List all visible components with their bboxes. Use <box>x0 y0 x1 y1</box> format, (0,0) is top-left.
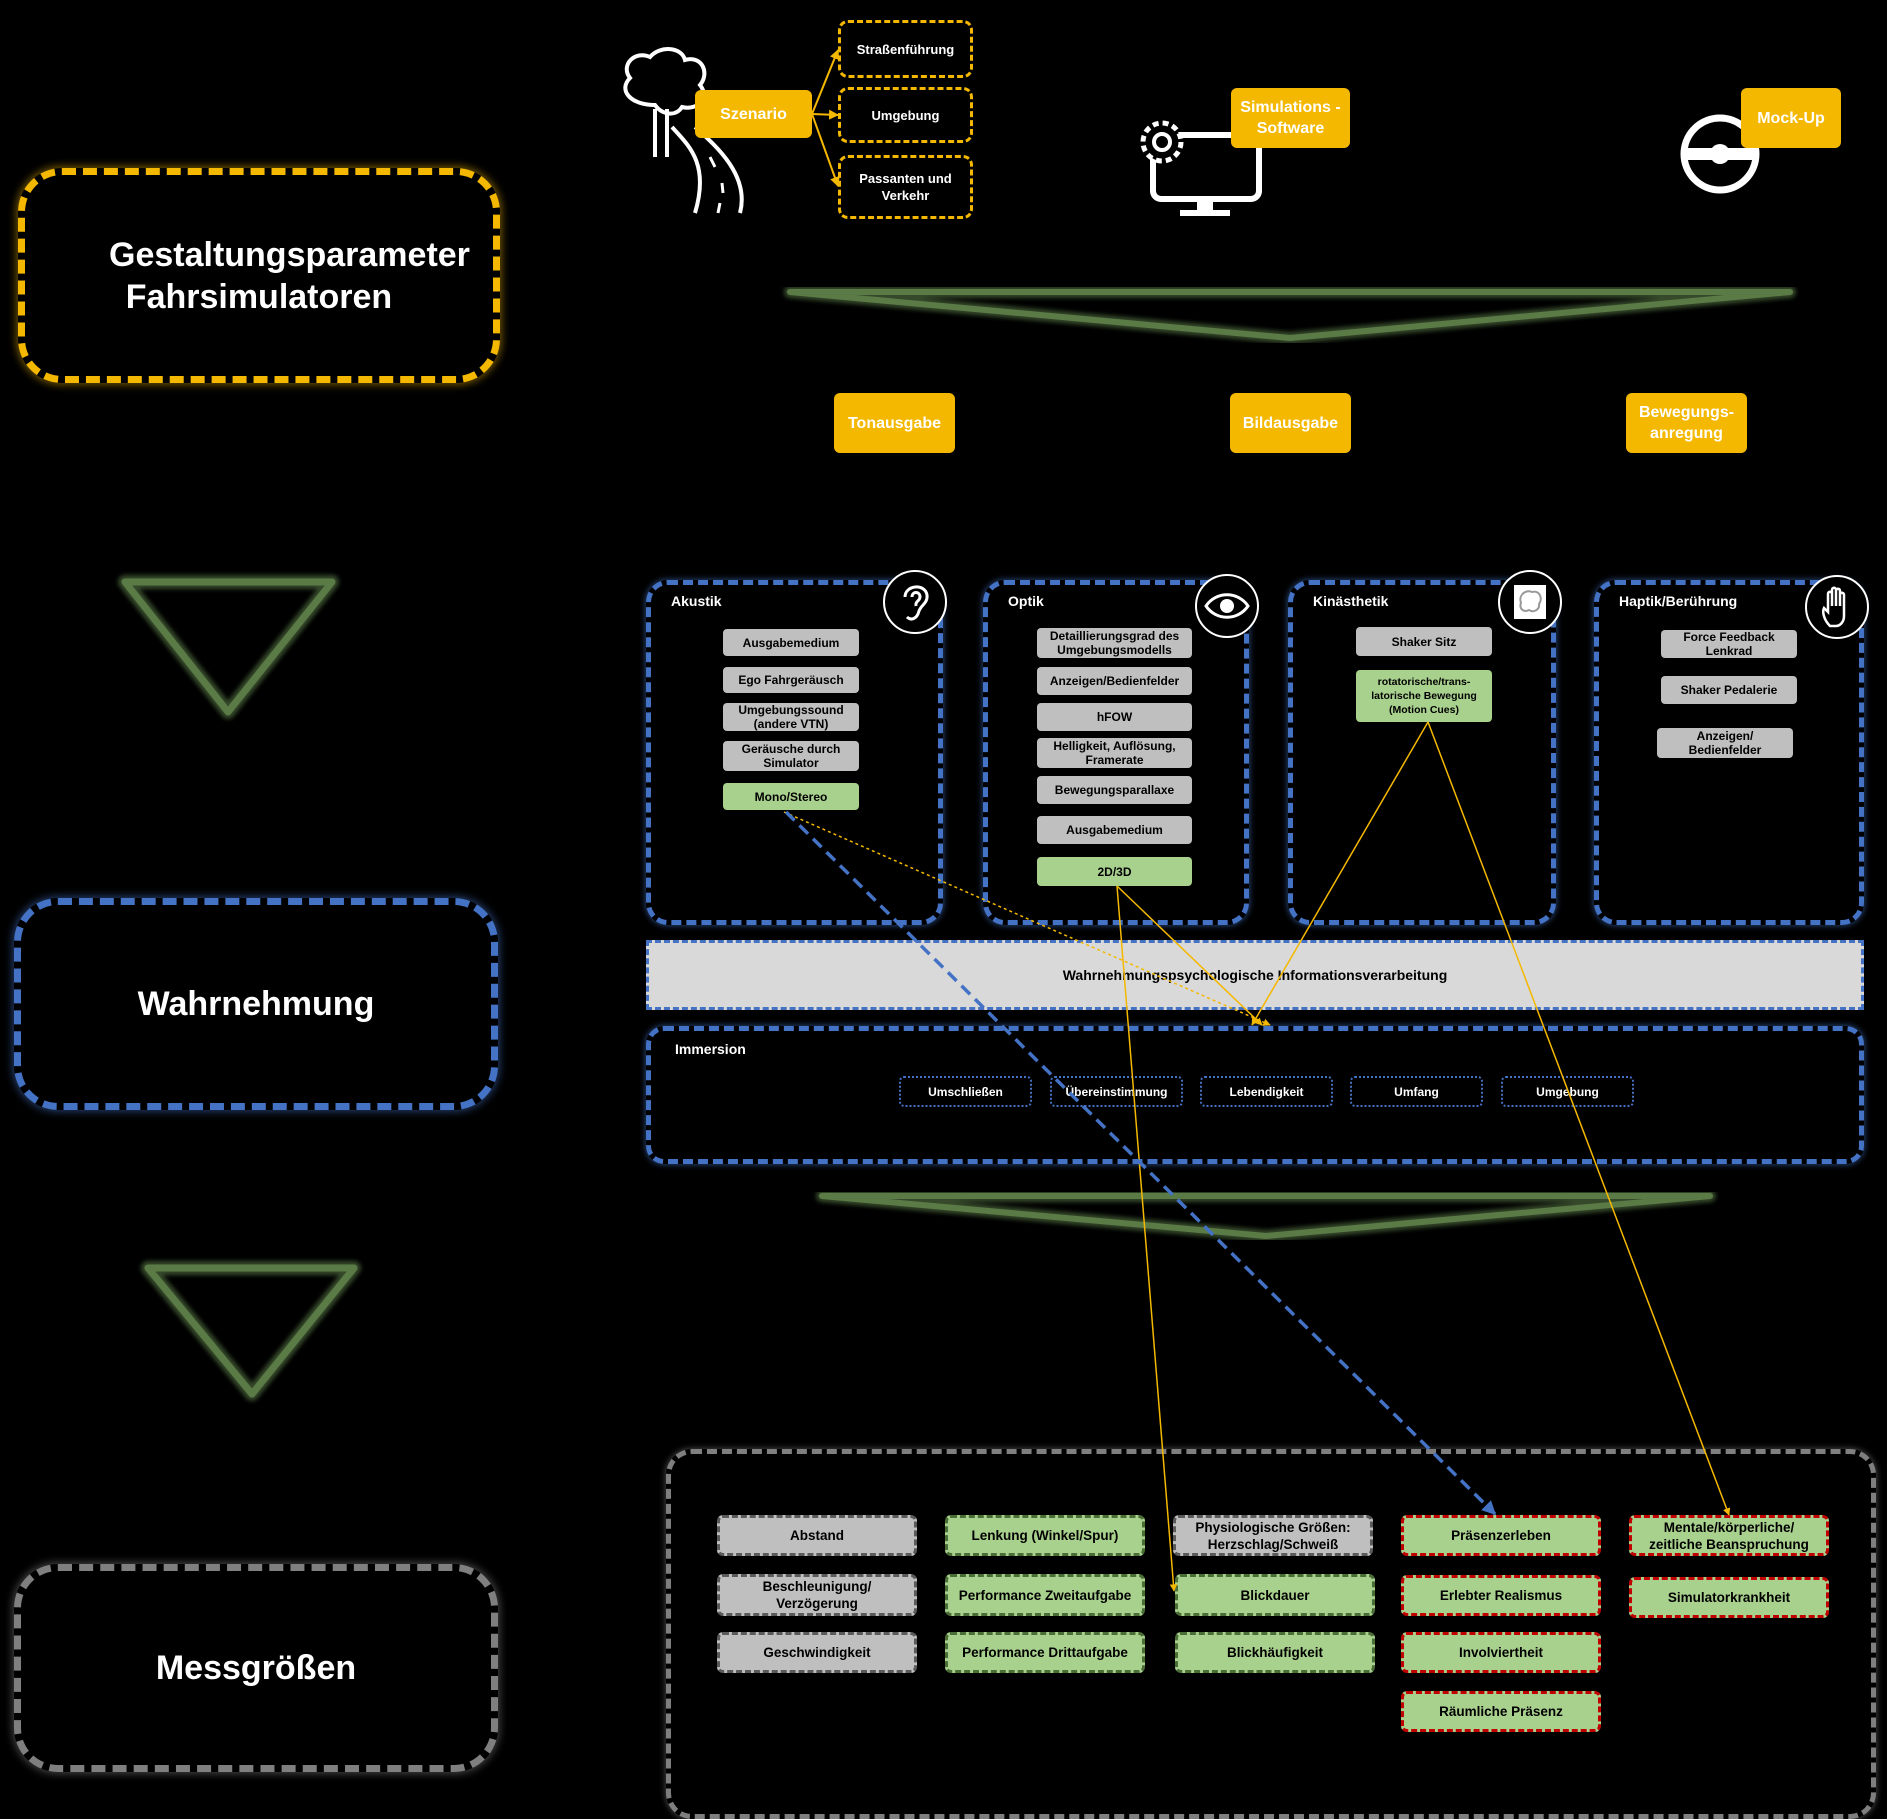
arrow-scenario-traffic <box>811 113 840 187</box>
haptik-item: Shaker Pedalerie <box>1661 676 1797 704</box>
akustik-item: Umgebungssound (andere VTN) <box>723 703 859 731</box>
akustik-item: Ego Fahrgeräusch <box>723 667 859 693</box>
scenario-item-road: Straßenführung <box>838 20 973 78</box>
kinaesthetik-item-motion: rotatorische/trans-latorische Bewegung (… <box>1356 670 1492 722</box>
measure-item: Präsenzerleben <box>1401 1515 1601 1556</box>
mockup-label: Mock-Up <box>1741 88 1841 148</box>
hand-icon <box>1805 575 1869 639</box>
eye-icon <box>1195 574 1259 638</box>
scenario-label: Szenario <box>695 90 812 138</box>
brain-icon <box>1498 570 1562 634</box>
measure-item: Simulatorkrankheit <box>1629 1577 1829 1618</box>
optik-item: Ausgabemedium <box>1037 816 1192 844</box>
measure-item: Geschwindigkeit <box>717 1632 917 1673</box>
immersion-item: Übereinstimmung <box>1050 1076 1183 1107</box>
perception-box: Wahrnehmung <box>14 898 498 1110</box>
output-sound: Tonausgabe <box>834 393 955 453</box>
chevron-top-icon <box>784 286 1796 344</box>
scenario-item-environment: Umgebung <box>838 87 973 143</box>
measure-item: Mentale/körperliche/ zeitliche Beanspruc… <box>1629 1515 1829 1556</box>
steering-wheel-icon <box>1680 114 1760 194</box>
measure-item: Räumliche Präsenz <box>1401 1691 1601 1732</box>
scenario-item-traffic: Passanten und Verkehr <box>838 155 973 219</box>
measure-item: Performance Drittaufgabe <box>945 1632 1145 1673</box>
perception-label: Wahrnehmung <box>137 985 375 1023</box>
optik-item: Anzeigen/Bedienfelder <box>1037 667 1192 695</box>
triangle-down-icon <box>121 578 336 716</box>
measure-item: Beschleunigung/ Verzögerung <box>717 1574 917 1616</box>
immersion-item: Lebendigkeit <box>1200 1076 1333 1107</box>
panel-kinaesthetik-title: Kinästhetik <box>1313 593 1389 609</box>
measures-label: Messgrößen <box>155 1649 357 1687</box>
measures-box: Messgrößen <box>14 1564 498 1772</box>
optik-item: Bewegungsparallaxe <box>1037 776 1192 804</box>
optik-item: Helligkeit, Auflösung, Framerate <box>1037 738 1192 768</box>
measure-item: Blickhäufigkeit <box>1175 1632 1375 1673</box>
panel-akustik-title: Akustik <box>671 593 722 609</box>
kinaesthetik-item: Shaker Sitz <box>1356 627 1492 656</box>
triangle-down-icon <box>144 1264 358 1398</box>
panel-haptik-title: Haptik/Berührung <box>1619 593 1738 609</box>
measure-item: Erlebter Realismus <box>1401 1575 1601 1616</box>
measure-item: Physiologische Größen: Herzschlag/Schwei… <box>1173 1515 1373 1556</box>
design-params-label: Gestaltungsparameter Fahrsimulatoren <box>109 235 470 316</box>
immersion-item: Umschließen <box>899 1076 1032 1107</box>
measure-item: Abstand <box>717 1515 917 1556</box>
output-motion: Bewegungs-anregung <box>1626 393 1747 453</box>
arrow-scenario-env <box>811 109 839 120</box>
optik-item-2d3d: 2D/3D <box>1037 857 1192 886</box>
akustik-item: Geräusche durch Simulator <box>723 741 859 771</box>
software-label: Simulations - Software <box>1231 88 1350 148</box>
panel-optik-title: Optik <box>1008 593 1044 609</box>
monitor-gear-icon <box>1140 120 1262 216</box>
akustik-item-mono-stereo: Mono/Stereo <box>723 783 859 810</box>
measure-item: Performance Zweitaufgabe <box>945 1574 1145 1616</box>
akustik-item: Ausgabemedium <box>723 629 859 656</box>
processing-label: Wahrnehmungspsychologische Informationsv… <box>1062 967 1448 983</box>
haptik-item: Anzeigen/ Bedienfelder <box>1657 728 1793 758</box>
haptik-item: Force Feedback Lenkrad <box>1661 630 1797 658</box>
ear-icon <box>883 570 947 634</box>
arrow-scenario-road <box>811 49 840 115</box>
measure-item: Involviertheit <box>1401 1632 1601 1673</box>
measure-item: Blickdauer <box>1175 1574 1375 1616</box>
optik-item: hFOW <box>1037 703 1192 731</box>
output-image: Bildausgabe <box>1230 393 1351 453</box>
immersion-title: Immersion <box>675 1041 746 1057</box>
processing-band: Wahrnehmungspsychologische Informationsv… <box>646 940 1864 1010</box>
immersion-item: Umgebung <box>1501 1076 1634 1107</box>
design-params-box: Gestaltungsparameter Fahrsimulatoren <box>18 168 500 383</box>
optik-item: Detaillierungsgrad des Umgebungsmodells <box>1037 628 1192 658</box>
measure-item: Lenkung (Winkel/Spur) <box>945 1515 1145 1556</box>
immersion-item: Umfang <box>1350 1076 1483 1107</box>
